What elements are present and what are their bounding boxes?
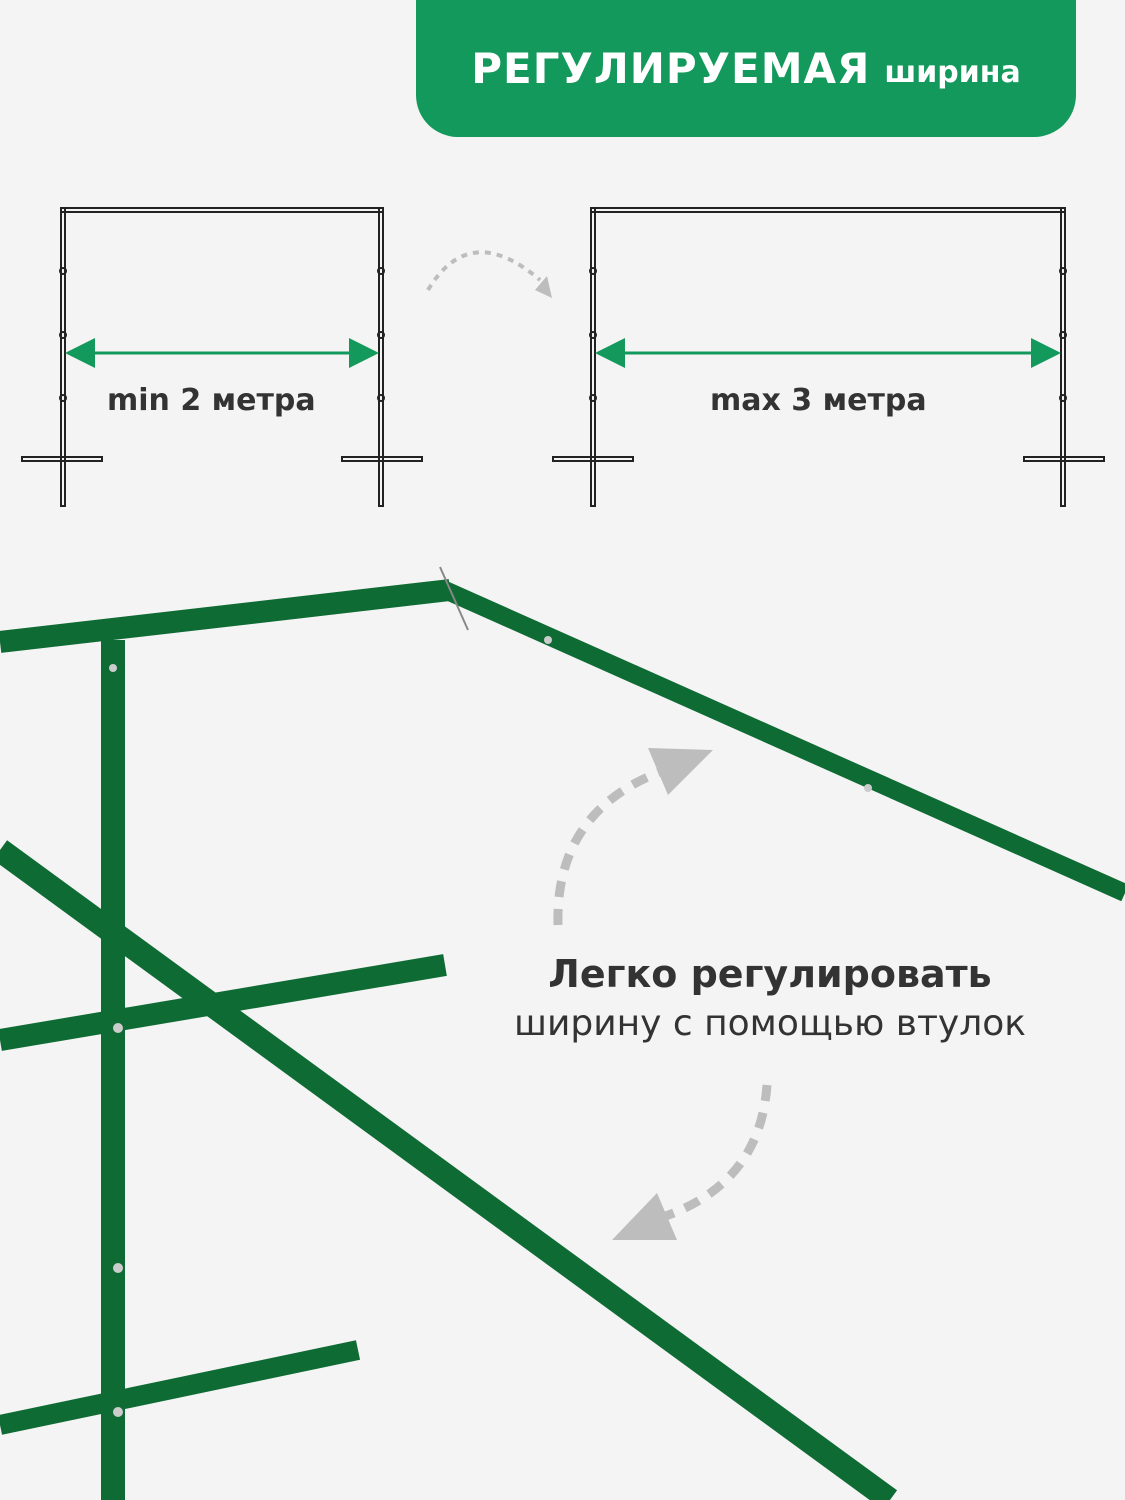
caption-subline: ширину с помощью втулок xyxy=(514,1003,1026,1044)
upper-curved-arrow-icon xyxy=(553,765,667,926)
header-banner: РЕГУЛИРУЕМАЯ ширина xyxy=(416,0,1076,137)
transition-arrow-icon xyxy=(426,250,542,292)
header-title-main: РЕГУЛИРУЕМАЯ xyxy=(471,44,871,93)
header-title-sub: ширина xyxy=(884,55,1021,90)
upper-arrowhead-icon xyxy=(648,748,713,795)
transition-arrowhead-icon xyxy=(535,276,552,298)
caption-headline: Легко регулировать xyxy=(548,952,992,996)
lower-arrowhead-icon xyxy=(612,1193,677,1240)
min-frame-diagram xyxy=(21,207,423,507)
min-width-label: min 2 метра xyxy=(107,383,316,418)
max-frame-diagram xyxy=(552,207,1105,507)
max-width-label: max 3 метра xyxy=(710,383,927,418)
lower-curved-arrow-icon xyxy=(658,1084,772,1223)
frame-photo xyxy=(0,566,1125,1500)
